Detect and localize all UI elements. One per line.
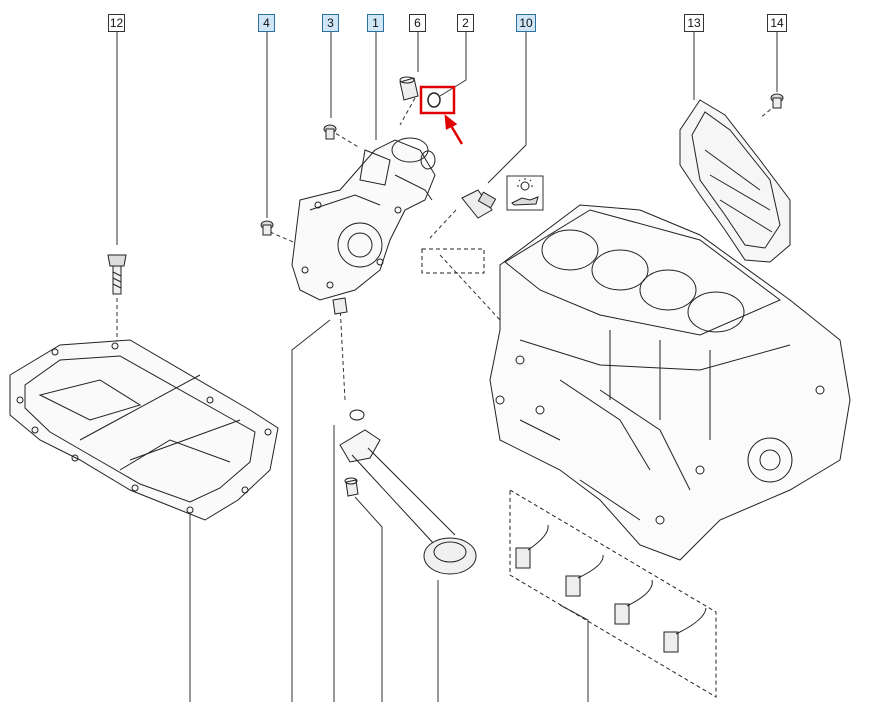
callout-13[interactable]: 13 xyxy=(684,14,704,32)
oil-strainer xyxy=(339,409,477,575)
bolt-14 xyxy=(770,93,784,109)
callout-10[interactable]: 10 xyxy=(516,14,536,32)
bolt-12 xyxy=(107,254,127,295)
callout-14[interactable]: 14 xyxy=(767,14,787,32)
dashed-detail-box xyxy=(421,248,485,274)
callout-12[interactable]: 12 xyxy=(108,14,125,32)
bolt-3 xyxy=(323,124,337,140)
callout-4[interactable]: 4 xyxy=(258,14,275,32)
sleeve-6 xyxy=(399,76,419,101)
o-ring-2 xyxy=(427,92,441,108)
callout-2[interactable]: 2 xyxy=(457,14,474,32)
piston-cooling-jets xyxy=(509,489,717,698)
timing-cover-13 xyxy=(679,99,791,263)
oil-pressure-sensor xyxy=(461,189,497,219)
callout-6[interactable]: 6 xyxy=(409,14,426,32)
callout-3[interactable]: 3 xyxy=(322,14,339,32)
highlight-marker xyxy=(419,85,464,145)
oil-pump-assembly xyxy=(291,137,436,301)
dowel xyxy=(332,297,348,315)
engine-block xyxy=(489,204,851,561)
leader-lines xyxy=(116,30,778,702)
bolt-4 xyxy=(260,220,274,236)
oil-pressure-warning-icon xyxy=(506,175,544,211)
oil-sump-pan xyxy=(9,339,279,521)
callout-1[interactable]: 1 xyxy=(367,14,384,32)
